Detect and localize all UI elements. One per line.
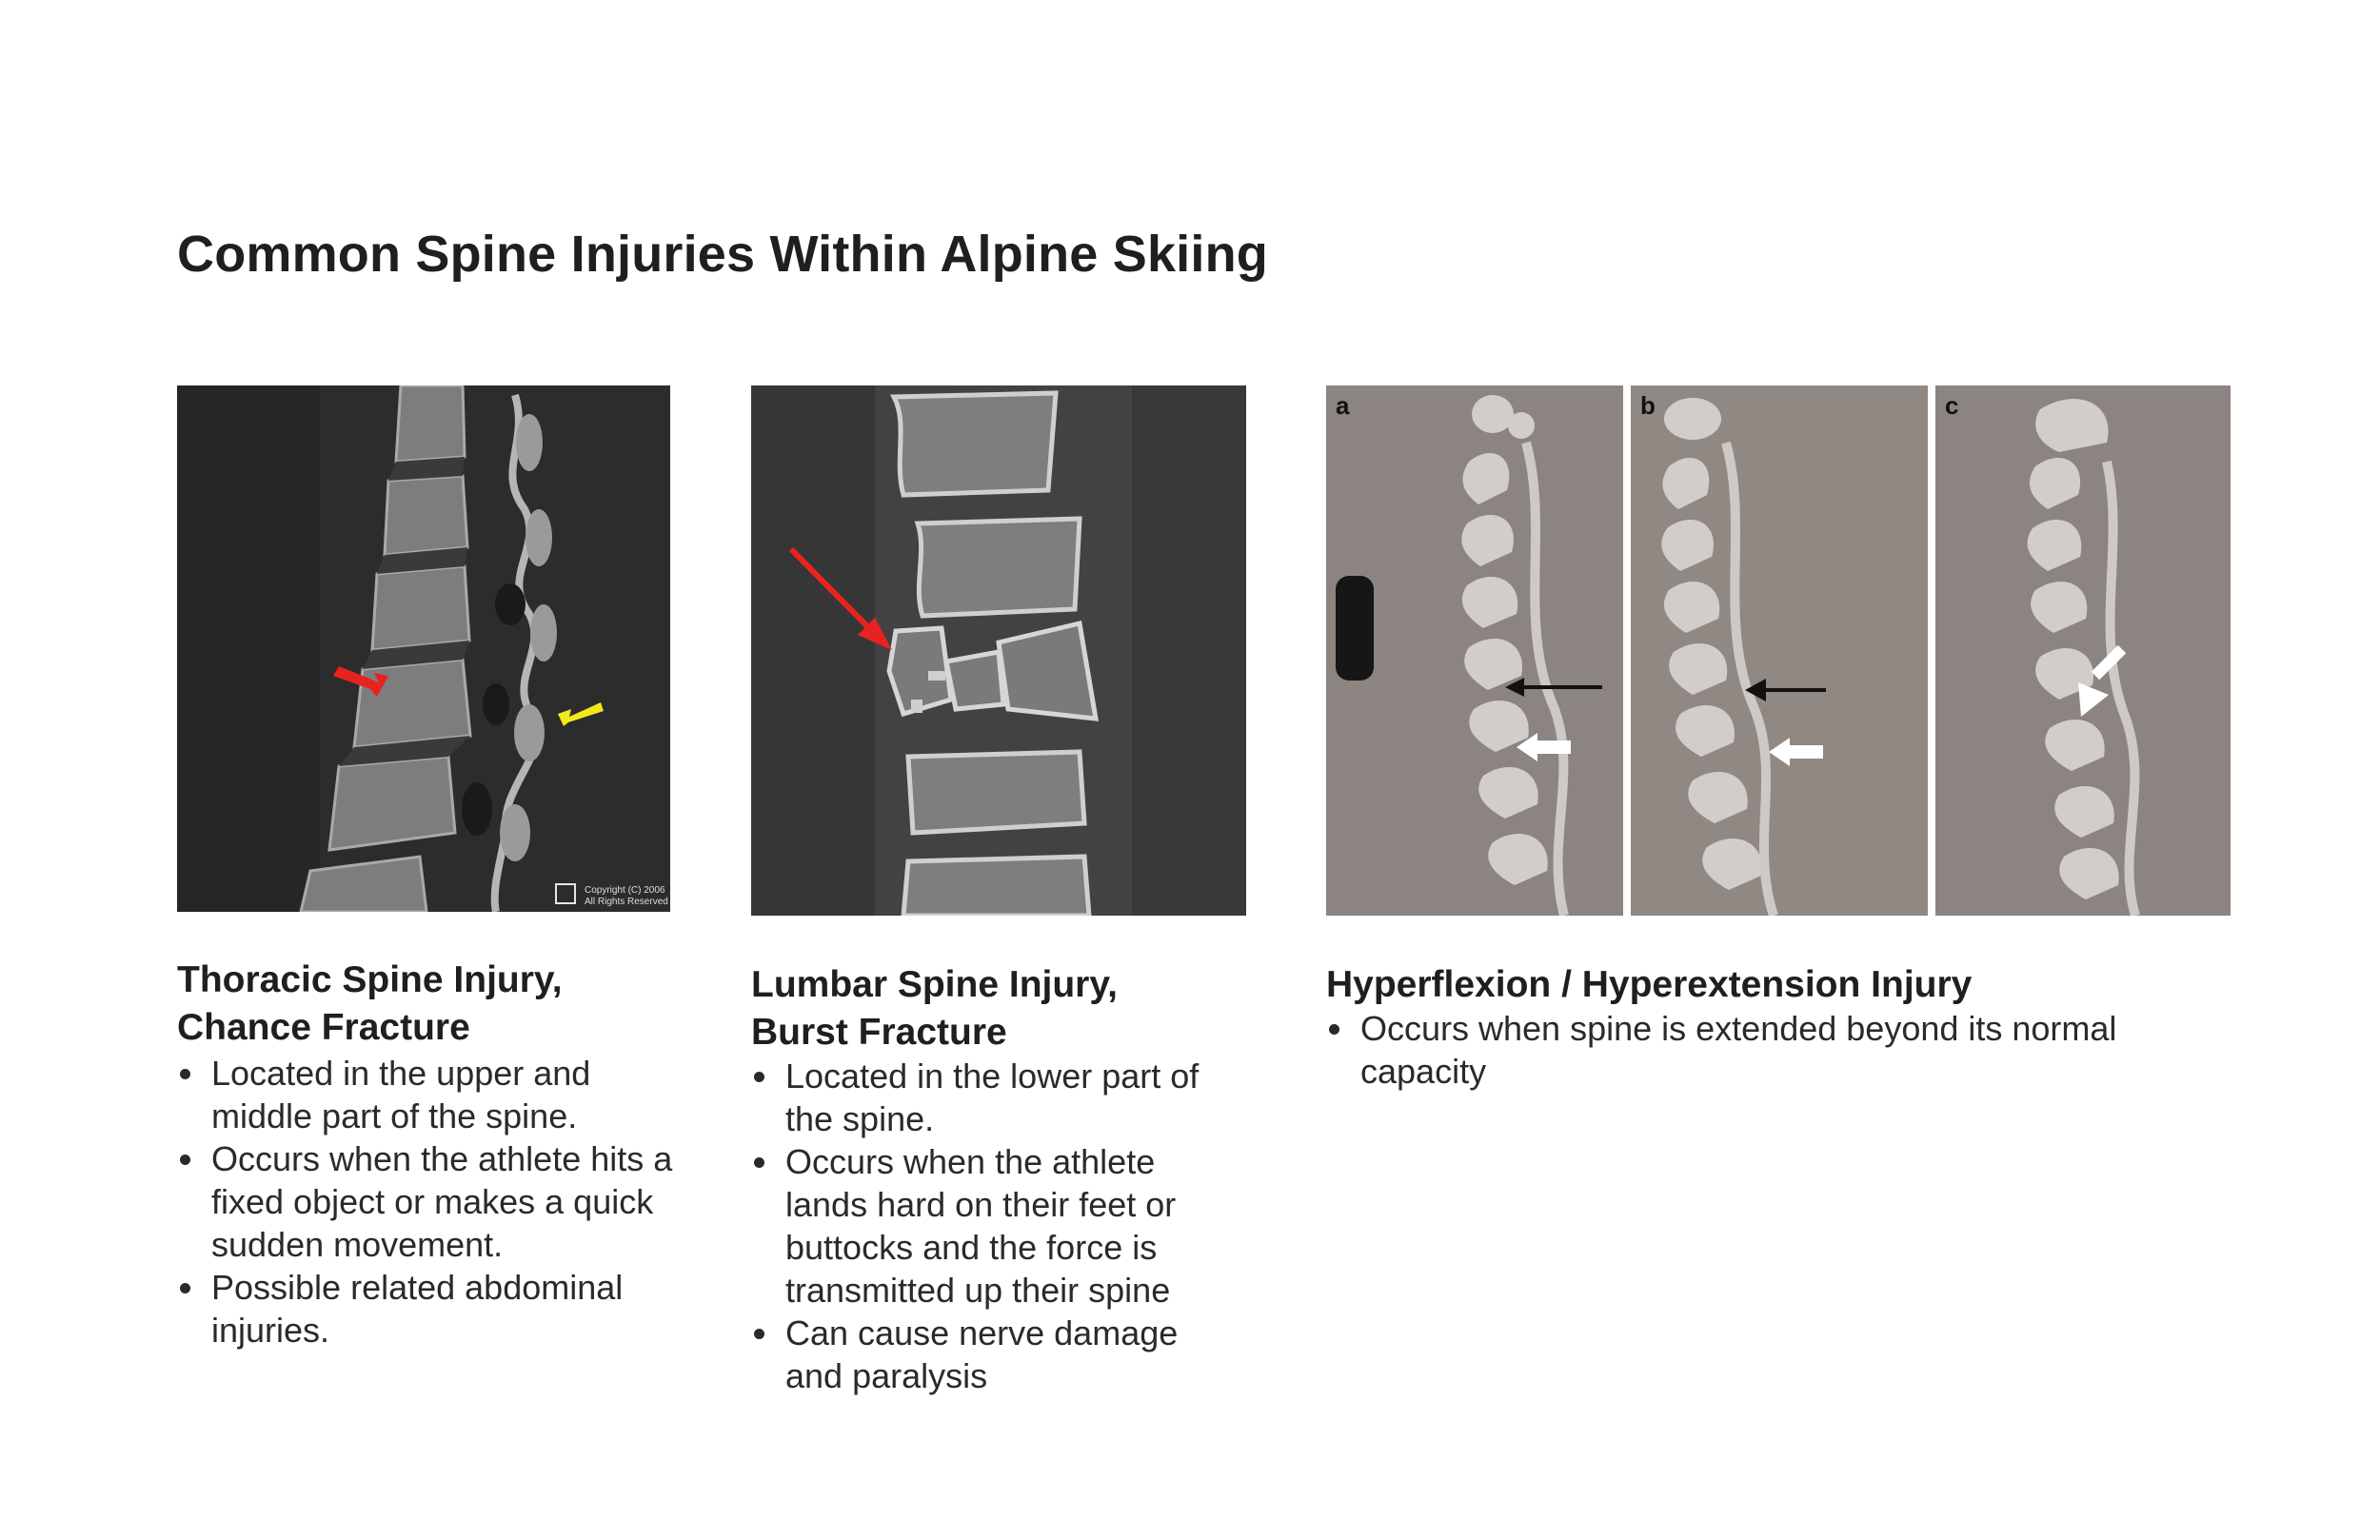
list-item: Occurs when the athlete lands hard on th… <box>751 1140 1237 1312</box>
thoracic-ct-image: Copyright (C) 2006 All Rights Reserved <box>177 385 670 912</box>
list-item: Possible related abdominal injuries. <box>177 1266 682 1352</box>
panel-label-c: c <box>1945 391 1959 420</box>
lumbar-bullet-list: Located in the lower part of the spine. … <box>751 1055 1237 1397</box>
panel-label-a: a <box>1336 391 1350 420</box>
list-item: Occurs when the athlete hits a fixed obj… <box>177 1137 682 1266</box>
hyper-heading-line1: Hyperflexion / Hyperextension Injury <box>1326 964 1973 1005</box>
list-item: Located in the lower part of the spine. <box>751 1055 1237 1140</box>
list-item: Can cause nerve damage and paralysis <box>751 1312 1237 1397</box>
panel-label-b: b <box>1640 391 1656 420</box>
list-item: Located in the upper and middle part of … <box>177 1052 682 1137</box>
copyright-line-2: All Rights Reserved <box>585 897 668 907</box>
lumbar-heading-line1: Lumbar Spine Injury, <box>751 964 1118 1005</box>
cervical-ct-panels: a b c <box>1326 385 2231 916</box>
hyper-bullet-list: Occurs when spine is extended beyond its… <box>1326 1007 2183 1093</box>
lumbar-heading-line2: Burst Fracture <box>751 1012 1007 1053</box>
hyper-heading: Hyperflexion / Hyperextension Injury <box>1326 961 2231 1009</box>
copyright-line-1: Copyright (C) 2006 <box>585 885 665 896</box>
thoracic-heading: Thoracic Spine Injury, Chance Fracture <box>177 957 710 1052</box>
page-title: Common Spine Injuries Within Alpine Skii… <box>177 226 1268 283</box>
list-item: Occurs when spine is extended beyond its… <box>1326 1007 2183 1093</box>
lumbar-heading: Lumbar Spine Injury, Burst Fracture <box>751 961 1284 1056</box>
thoracic-bullet-list: Located in the upper and middle part of … <box>177 1052 682 1352</box>
thoracic-heading-line2: Chance Fracture <box>177 1007 470 1048</box>
thoracic-heading-line1: Thoracic Spine Injury, <box>177 959 563 1000</box>
lumbar-ct-image <box>751 385 1246 916</box>
